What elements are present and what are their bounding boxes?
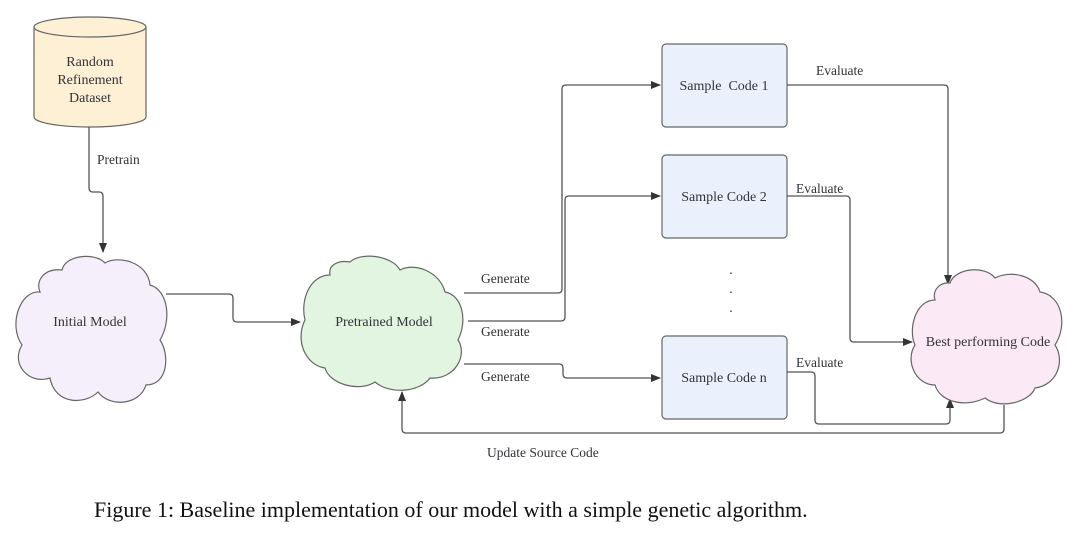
pretrain-label: Pretrain bbox=[97, 152, 140, 167]
best-code-cloud-node: Best performing Code bbox=[910, 269, 1063, 405]
pretrain-edge bbox=[88, 127, 107, 253]
dataset-label-line-1: Random bbox=[66, 55, 114, 70]
sample-code-n-node: Sample Code n bbox=[661, 335, 788, 420]
pretrained-model-cloud-node: Pretrained Model bbox=[300, 255, 464, 391]
dataset-label-line-2: Refinement bbox=[57, 73, 122, 88]
dataset-label-line-3: Dataset bbox=[69, 91, 111, 106]
figure-caption: Figure 1: Baseline implementation of our… bbox=[94, 497, 808, 522]
sample-code-n-label: Sample Code n bbox=[681, 371, 767, 386]
evaluate-label-2: Evaluate bbox=[796, 181, 843, 196]
sample-code-1-label: Sample Code 1 bbox=[679, 79, 768, 94]
initial-model-cloud-node: Initial Model bbox=[15, 255, 168, 403]
evaluate-edge-n bbox=[787, 371, 954, 425]
update-source-code-label: Update Source Code bbox=[487, 445, 599, 460]
ellipsis-dot-1: . bbox=[729, 263, 733, 278]
ellipsis-dot-2: . bbox=[729, 282, 733, 297]
generate-label-2: Generate bbox=[481, 324, 530, 339]
sample-code-2-label: Sample Code 2 bbox=[681, 190, 767, 205]
initial-model-label: Initial Model bbox=[53, 315, 127, 330]
generate-label-1: Generate bbox=[481, 271, 530, 286]
evaluate-label-n: Evaluate bbox=[796, 355, 843, 370]
generate-edge-n bbox=[464, 363, 661, 382]
sample-code-1-node: Sample Code 1 bbox=[661, 43, 788, 128]
ellipsis-dot-3: . bbox=[729, 301, 733, 316]
sample-code-2-node: Sample Code 2 bbox=[661, 154, 788, 239]
dataset-cylinder-node: Random Refinement Dataset bbox=[33, 16, 147, 128]
evaluate-label-1: Evaluate bbox=[816, 63, 863, 78]
update-source-code-edge bbox=[398, 391, 1005, 434]
pretrained-model-label: Pretrained Model bbox=[335, 315, 433, 330]
evaluate-edge-1 bbox=[787, 84, 952, 285]
evaluate-edge-2 bbox=[787, 195, 913, 346]
initial-to-pretrained-edge bbox=[166, 293, 301, 326]
generate-edge-1 bbox=[464, 81, 661, 294]
generate-edge-2 bbox=[468, 192, 661, 322]
generate-label-n: Generate bbox=[481, 369, 530, 384]
best-code-label: Best performing Code bbox=[926, 335, 1050, 350]
